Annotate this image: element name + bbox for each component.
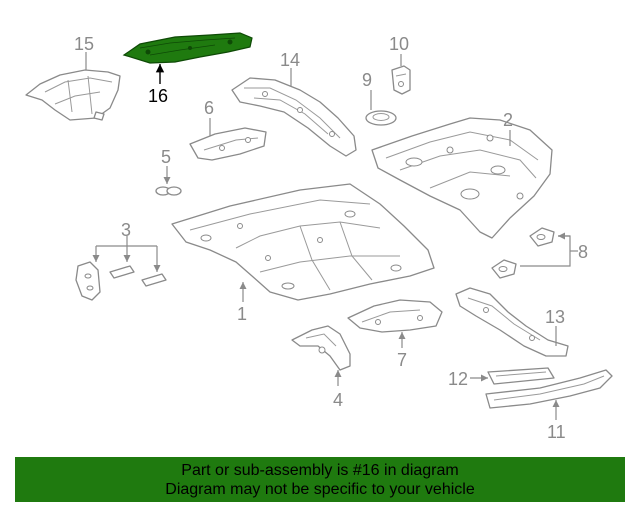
part-16-heat-insulator[interactable] <box>122 32 253 64</box>
part-6-reinforcement[interactable] <box>189 127 267 161</box>
callout-6[interactable]: 6 <box>204 98 214 118</box>
callout-12[interactable]: 12 <box>448 369 468 389</box>
callout-9[interactable]: 9 <box>362 70 372 90</box>
callout-16[interactable]: 16 <box>148 86 168 106</box>
part-15-heat-shield[interactable] <box>25 69 121 121</box>
exploded-parts-diagram: 16 15 14 10 9 <box>25 32 613 442</box>
callout-15[interactable]: 15 <box>74 34 94 54</box>
part-1-main-floor-pan[interactable] <box>171 183 435 301</box>
part-10-bracket[interactable] <box>391 65 411 95</box>
callout-13[interactable]: 13 <box>545 307 565 327</box>
banner-line-2: Diagram may not be specific to your vehi… <box>165 481 475 498</box>
callout-14[interactable]: 14 <box>280 50 300 70</box>
part-2-rear-floor-pan[interactable] <box>371 117 553 239</box>
part-13-rocker-reinforcement[interactable] <box>455 287 569 357</box>
callout-7[interactable]: 7 <box>397 350 407 370</box>
part-7-crossmember[interactable] <box>347 299 443 333</box>
part-3-plugs[interactable] <box>75 261 167 301</box>
callout-11[interactable]: 11 <box>547 422 566 442</box>
callout-8[interactable]: 8 <box>578 242 588 262</box>
banner-line-1: Part or sub-assembly is #16 in diagram <box>181 462 459 479</box>
callout-2[interactable]: 2 <box>503 110 513 130</box>
part-5-clip[interactable] <box>155 186 182 196</box>
callout-4[interactable]: 4 <box>333 390 343 410</box>
callout-1[interactable]: 1 <box>237 304 247 324</box>
part-8-plugs[interactable] <box>491 227 555 279</box>
part-4-bracket[interactable] <box>291 325 351 371</box>
part-11-rocker-panel[interactable] <box>485 369 613 409</box>
callout-10[interactable]: 10 <box>389 34 409 54</box>
part-14-floor-side-member[interactable] <box>231 77 357 157</box>
callout-5[interactable]: 5 <box>161 147 171 167</box>
callout-3[interactable]: 3 <box>121 220 131 240</box>
part-12-plate[interactable] <box>487 367 555 385</box>
part-9-plug[interactable] <box>365 110 397 126</box>
info-banner: Part or sub-assembly is #16 in diagram D… <box>15 457 625 502</box>
